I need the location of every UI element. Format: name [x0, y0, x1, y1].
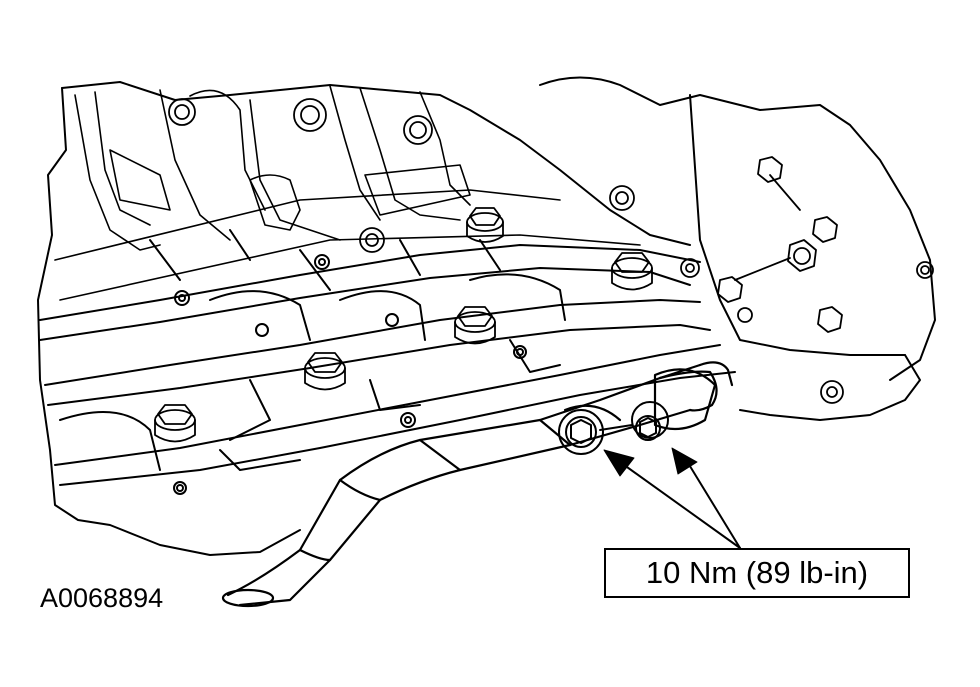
pickup-tube-bolts: [558, 401, 669, 455]
main-bearing-bolts: [154, 207, 653, 443]
arrowhead-left-bolt: [603, 449, 635, 477]
oil-pickup-tube: [221, 361, 734, 608]
bedplate-rails: [39, 229, 736, 495]
torque-spec-label: 10 Nm (89 lb-in): [645, 555, 869, 590]
torque-callout-box: 10 Nm (89 lb-in): [604, 548, 910, 598]
callout-leader-lines: [619, 457, 741, 549]
front-cover-bolts: [717, 156, 843, 333]
engine-block-outline: [37, 76, 936, 556]
upper-casting-detail: [54, 85, 641, 301]
round-bosses: [168, 98, 934, 404]
figure-id-label: A0068894: [40, 583, 164, 613]
arrowhead-right-bolt: [671, 447, 698, 475]
